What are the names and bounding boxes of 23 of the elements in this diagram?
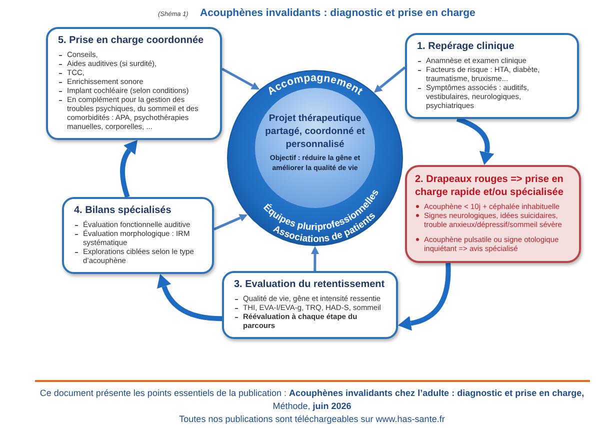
arrow [374, 66, 406, 93]
curved-arrow [157, 274, 222, 322]
curved-arrow [456, 116, 494, 166]
curved-arrow [120, 140, 137, 198]
footer-note: Toutes nos publications sont téléchargeables sur www.has-sante.fr [178, 412, 446, 425]
curved-arrow [398, 262, 451, 331]
step-box [62, 197, 214, 274]
box-heading: 5. Prise en charge coordonnée [58, 34, 205, 47]
arrow [214, 214, 248, 230]
step-box [405, 33, 579, 119]
step-box [222, 271, 398, 339]
outer-circle [227, 70, 403, 246]
box-heading: 4. Bilans spécialisés [74, 204, 172, 217]
box-heading: 3. Evaluation du retentissement [234, 278, 386, 291]
step-box [46, 27, 222, 140]
box-heading: 2. Drapeaux rouges => prise en charge rapide et/ou spécialisée [415, 173, 564, 199]
footer-note: Ce document présente les points essentiels de la publication : Acouphènes invalidants chez l’adulte : diagnostic et prise en charge, Méthode, juin 2026 [38, 387, 586, 412]
arrow [311, 246, 319, 271]
alert-box [405, 165, 581, 263]
diagram-title: Acouphènes invalidants : diagnostic et prise en charge [200, 6, 476, 20]
arrow [221, 68, 260, 90]
circle-heading: Projet thérapeutique partagé, coordonné et personnalisé [265, 112, 365, 151]
box-heading: 1. Repérage clinique [417, 40, 516, 53]
